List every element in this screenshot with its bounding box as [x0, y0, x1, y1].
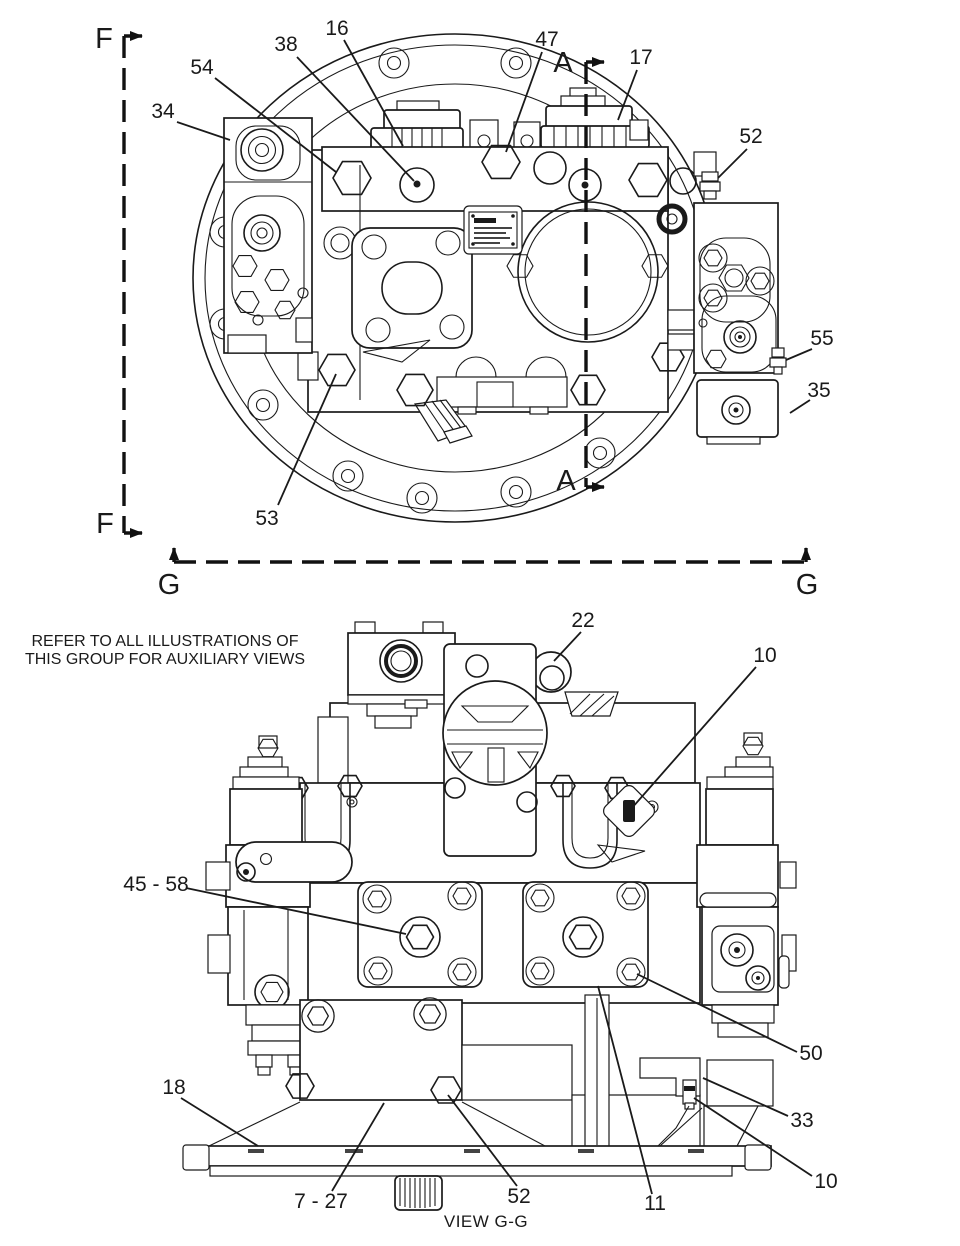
- section-letter-f-top: F: [95, 23, 113, 55]
- gg-top-block: [347, 621, 456, 729]
- callout-50: 50: [799, 1042, 822, 1065]
- leader-52-gg: [447, 1094, 518, 1187]
- leader-34: [176, 121, 231, 141]
- callout-52-gg: 52: [507, 1185, 530, 1208]
- callout-11: 11: [644, 1192, 666, 1215]
- port-flange-left: [351, 227, 473, 349]
- manifold-hardware: [331, 144, 697, 235]
- callouts-top-view: 38 16 47 17 54 34 52 55 35 53: [151, 17, 833, 530]
- leader-18: [180, 1097, 259, 1147]
- section-letter-f-bottom: F: [96, 508, 114, 540]
- section-lines-top-view: F F A A G G: [95, 23, 818, 601]
- gg-valve-left: [205, 735, 353, 1076]
- leader-54: [214, 77, 337, 173]
- gg-valve-right: [696, 732, 797, 1107]
- main-bore: [506, 201, 669, 343]
- callout-33: 33: [790, 1109, 813, 1132]
- section-letter-a-bottom: A: [556, 465, 576, 497]
- callout-16: 16: [325, 17, 348, 40]
- callouts-gg-view: 22 10 45 - 58 50 33 10 18 7 - 27 52 11: [123, 609, 837, 1215]
- callout-10-upper: 10: [753, 644, 776, 667]
- callout-17: 17: [629, 46, 652, 69]
- mounting-plate-18: [182, 1144, 772, 1177]
- leader-10-upper: [630, 666, 757, 810]
- callout-47: 47: [535, 28, 558, 51]
- splined-shaft: [394, 1175, 443, 1211]
- callout-53: 53: [255, 507, 278, 530]
- fitting-55: [769, 347, 787, 375]
- control-block-35: [696, 379, 779, 445]
- port-face-left: [357, 881, 483, 988]
- leader-7-27: [331, 1102, 385, 1192]
- leader-50: [636, 973, 798, 1053]
- callout-10-lower: 10: [814, 1170, 837, 1193]
- callout-7-27: 7 - 27: [294, 1190, 348, 1213]
- callout-45-58: 45 - 58: [123, 873, 188, 896]
- leader-22: [553, 631, 582, 662]
- pivot-arm: [235, 841, 353, 883]
- callout-54: 54: [190, 56, 214, 79]
- gg-lower-block: [208, 994, 759, 1168]
- view-caption: VIEW G-G: [444, 1212, 528, 1231]
- callout-38: 38: [274, 33, 297, 56]
- port-38: [399, 167, 435, 203]
- body-bottom-details: [297, 339, 686, 444]
- top-caps: [370, 87, 650, 151]
- port-face-right: [522, 881, 649, 988]
- callout-52: 52: [739, 125, 762, 148]
- nameplate: [463, 205, 523, 255]
- clamp-left: [469, 119, 499, 149]
- view-gg-drawing: REFER TO ALL ILLUSTRATIONS OF THIS GROUP…: [25, 609, 838, 1231]
- section-letter-g-right: G: [796, 569, 819, 601]
- leader-45-58: [185, 887, 407, 935]
- leader-52: [717, 148, 748, 179]
- leader-10-lower: [693, 1097, 813, 1177]
- leader-17: [617, 69, 638, 121]
- leader-53: [277, 373, 337, 506]
- callout-55: 55: [810, 327, 833, 350]
- callout-18: 18: [162, 1076, 185, 1099]
- fitting-52: [699, 171, 721, 200]
- coupling-plate-22: [442, 643, 572, 857]
- leader-16: [343, 39, 404, 147]
- section-letter-a-top: A: [553, 47, 573, 79]
- leader-11: [597, 985, 653, 1195]
- callout-35: 35: [807, 379, 830, 402]
- valve-assembly-34: [223, 117, 313, 354]
- reference-note-line1: REFER TO ALL ILLUSTRATIONS OF: [31, 633, 298, 650]
- plug-10-lower: [682, 1079, 697, 1110]
- callout-22: 22: [571, 609, 594, 632]
- top-view-drawing: F F A A G G 38 16 47 17 54 34 52 55: [95, 17, 834, 601]
- pump-body: [297, 144, 697, 444]
- valve-assembly-right: [667, 151, 787, 375]
- section-letter-g-left: G: [158, 569, 181, 601]
- leader-47: [505, 51, 543, 153]
- leader-35: [789, 399, 811, 414]
- reference-note-line2: THIS GROUP FOR AUXILIARY VIEWS: [25, 651, 305, 668]
- leader-33: [702, 1077, 789, 1117]
- leader-38: [296, 56, 415, 182]
- spline-bore-window: [442, 680, 548, 786]
- leader-55: [785, 348, 813, 361]
- callout-34: 34: [151, 100, 175, 123]
